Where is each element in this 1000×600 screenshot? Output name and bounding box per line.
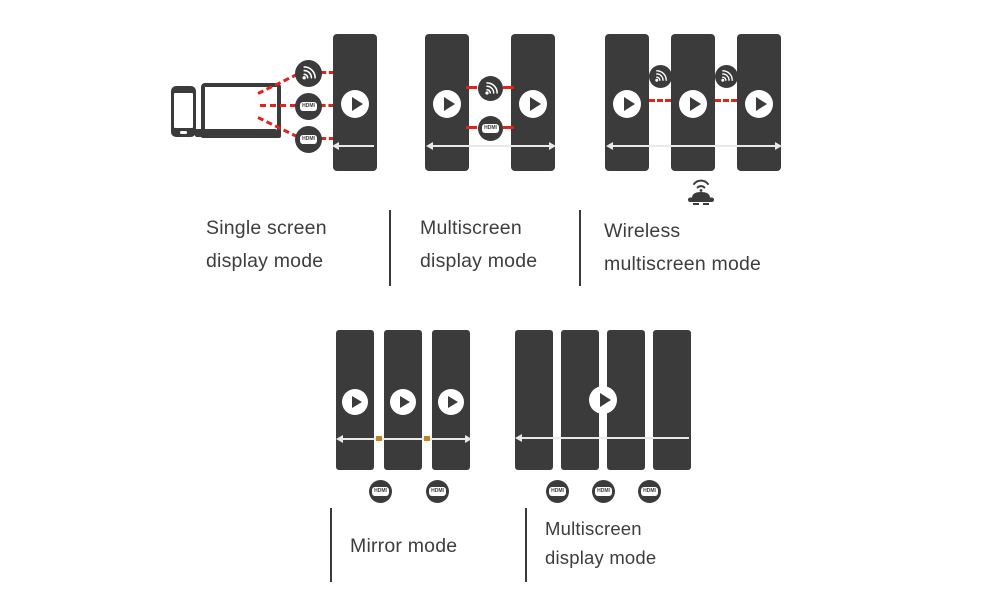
label-line: Wireless bbox=[604, 220, 681, 242]
timeline-line bbox=[335, 145, 374, 147]
play-icon bbox=[745, 90, 773, 118]
phone bbox=[171, 86, 196, 137]
label-line: Mirror mode bbox=[350, 535, 458, 557]
wifi-glyph bbox=[655, 70, 667, 82]
wifi-icon bbox=[649, 65, 672, 88]
label-line: Multiscreen bbox=[545, 518, 642, 539]
red-dashed-connection bbox=[260, 104, 296, 107]
label-line: multiscreen mode bbox=[604, 253, 762, 275]
wireless-receiver-icon bbox=[681, 176, 721, 206]
play-triangle bbox=[351, 97, 363, 111]
hdmi-icon: HDMI bbox=[592, 480, 615, 503]
red-dashed-connection bbox=[321, 137, 334, 140]
label-single-screen: Single screen display mode bbox=[206, 212, 327, 278]
play-icon bbox=[390, 389, 416, 415]
hdmi-chip-label: HDMI bbox=[482, 124, 499, 133]
play-icon bbox=[341, 90, 369, 118]
divider bbox=[389, 210, 391, 286]
display-panel bbox=[653, 330, 691, 470]
play-triangle bbox=[529, 97, 541, 111]
label-line: Multiscreen bbox=[420, 217, 522, 239]
phone-home-bar bbox=[180, 131, 187, 134]
red-dashed-connection bbox=[715, 99, 737, 102]
red-dashed-connection bbox=[466, 126, 477, 129]
arrow-left-icon bbox=[426, 142, 433, 150]
hdmi-icon: HDMI bbox=[295, 126, 322, 153]
hdmi-chip-label: HDMI bbox=[429, 487, 446, 496]
hdmi-chip-label: HDMI bbox=[300, 102, 317, 111]
divider bbox=[330, 508, 332, 582]
timeline-line bbox=[428, 145, 552, 147]
hdmi-chip-label: HDMI bbox=[641, 487, 658, 496]
play-triangle bbox=[352, 396, 362, 408]
play-icon bbox=[342, 389, 368, 415]
red-dashed-connection bbox=[649, 99, 671, 102]
play-icon bbox=[679, 90, 707, 118]
label-line: display mode bbox=[420, 250, 538, 272]
play-triangle bbox=[623, 97, 635, 111]
red-dashed-connection bbox=[321, 71, 334, 74]
play-triangle bbox=[443, 97, 455, 111]
hdmi-icon: HDMI bbox=[426, 480, 449, 503]
red-dashed-connection bbox=[320, 104, 334, 107]
wifi-icon bbox=[715, 65, 738, 88]
arrow-left-icon bbox=[332, 142, 339, 150]
play-triangle bbox=[448, 396, 458, 408]
laptop-base bbox=[195, 129, 277, 137]
label-line: Single screen bbox=[206, 217, 327, 239]
label-line: display mode bbox=[206, 250, 324, 272]
phone-screen bbox=[174, 93, 193, 128]
display-panel bbox=[515, 330, 553, 470]
arrow-right-icon bbox=[775, 142, 782, 150]
wifi-glyph bbox=[302, 66, 316, 80]
red-dashed-connection bbox=[503, 86, 514, 89]
play-icon bbox=[438, 389, 464, 415]
play-icon bbox=[613, 90, 641, 118]
arrow-left-icon bbox=[336, 435, 343, 443]
play-icon bbox=[519, 90, 547, 118]
hdmi-icon: HDMI bbox=[638, 480, 661, 503]
wifi-icon bbox=[478, 76, 503, 101]
arrow-left-icon bbox=[606, 142, 613, 150]
hdmi-icon: HDMI bbox=[295, 93, 322, 120]
divider bbox=[525, 508, 527, 582]
junction-mark bbox=[376, 436, 382, 441]
label-multiscreen-top: Multiscreen display mode bbox=[420, 212, 537, 278]
red-dashed-connection bbox=[503, 126, 514, 129]
play-icon bbox=[433, 90, 461, 118]
hdmi-icon: HDMI bbox=[546, 480, 569, 503]
timeline-line bbox=[338, 438, 468, 440]
hdmi-chip-label: HDMI bbox=[300, 135, 317, 144]
hdmi-chip-label: HDMI bbox=[549, 487, 566, 496]
label-wireless: Wireless multiscreen mode bbox=[604, 215, 761, 281]
arrow-right-icon bbox=[465, 435, 472, 443]
label-mirror: Mirror mode bbox=[350, 530, 457, 563]
junction-mark bbox=[424, 436, 430, 441]
wifi-glyph bbox=[721, 70, 733, 82]
play-triangle bbox=[599, 393, 611, 407]
timeline-line bbox=[517, 437, 689, 439]
divider bbox=[579, 210, 581, 286]
hdmi-chip-label: HDMI bbox=[372, 487, 389, 496]
timeline-line bbox=[608, 145, 778, 147]
play-triangle bbox=[755, 97, 767, 111]
label-line: display mode bbox=[545, 547, 657, 568]
play-triangle bbox=[689, 97, 701, 111]
arrow-right-icon bbox=[549, 142, 556, 150]
red-dashed-connection bbox=[466, 86, 477, 89]
play-icon bbox=[589, 386, 617, 414]
arrow-left-icon bbox=[515, 434, 522, 442]
wifi-icon bbox=[295, 60, 322, 87]
label-multiscreen-bottom: Multiscreen display mode bbox=[545, 514, 656, 572]
hdmi-icon: HDMI bbox=[478, 116, 503, 141]
wifi-glyph bbox=[484, 81, 498, 95]
play-triangle bbox=[400, 396, 410, 408]
hdmi-icon: HDMI bbox=[369, 480, 392, 503]
hdmi-chip-label: HDMI bbox=[595, 487, 612, 496]
